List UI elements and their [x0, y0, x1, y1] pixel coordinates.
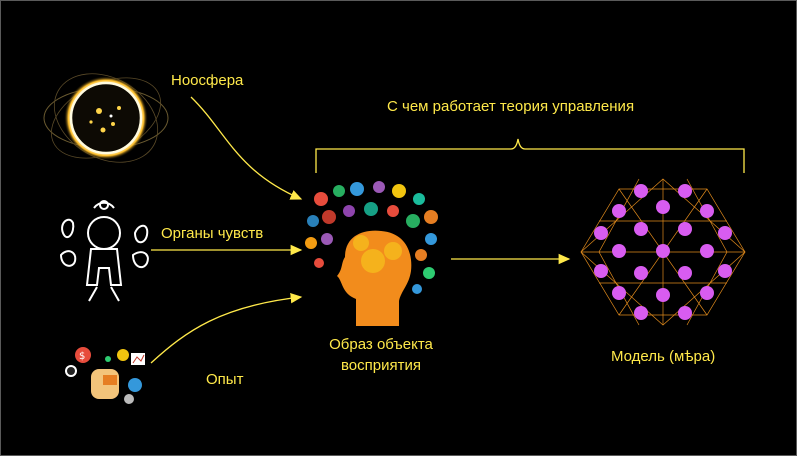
experience-collage-icon: $ — [65, 347, 145, 404]
noosphere-label: Ноосфера — [171, 72, 244, 89]
senses-label: Органы чувств — [161, 225, 264, 242]
model-label: Модель (мѣра) — [611, 348, 716, 365]
glowing-earth-icon — [43, 73, 169, 163]
sacred-geometry-model-icon — [580, 178, 746, 326]
experience-label: Опыт — [206, 371, 244, 388]
colorful-head-icon — [305, 181, 438, 326]
brace-label: С чем работает теория управления — [387, 98, 635, 115]
svg-text:$: $ — [79, 351, 85, 362]
curly-brace — [315, 138, 745, 173]
image-label-line2: восприятия — [341, 357, 421, 374]
image-label-line1: Образ объекта — [329, 336, 433, 353]
sense-organs-figure-icon — [59, 200, 149, 302]
experience-arrow — [150, 292, 303, 364]
noosphere-arrow — [190, 96, 303, 200]
